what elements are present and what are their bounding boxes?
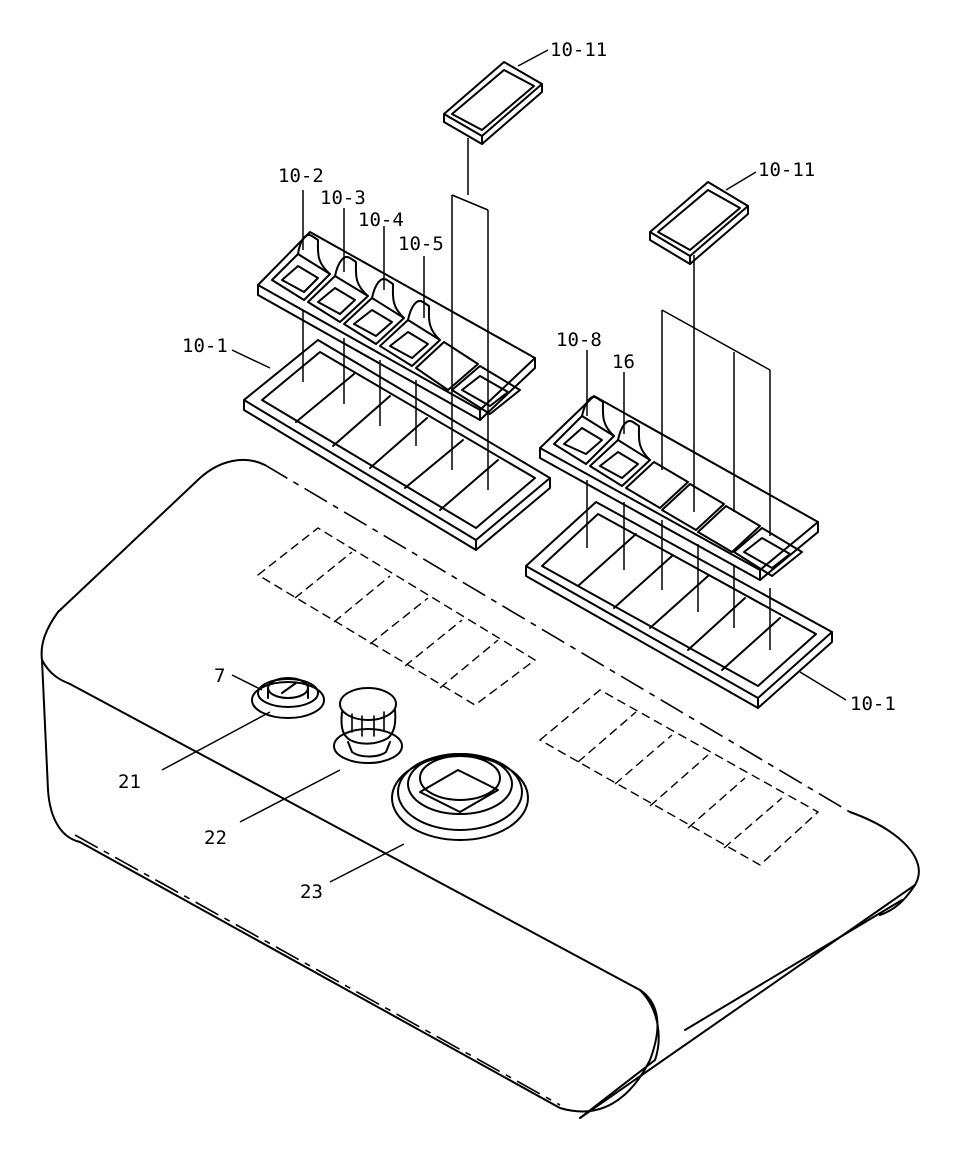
label-switch-3: 10-3 bbox=[320, 187, 366, 209]
label-top-cap-2: 10-11 bbox=[758, 159, 815, 181]
cutout-left bbox=[256, 527, 537, 706]
console-body bbox=[40, 458, 920, 1119]
label-switch-8: 10-8 bbox=[556, 329, 602, 351]
label-bezel-21: 21 bbox=[118, 771, 141, 793]
explode-lines-left bbox=[231, 138, 489, 490]
label-top-cap-1: 10-11 bbox=[550, 39, 607, 61]
label-switch-4: 10-4 bbox=[358, 209, 404, 231]
label-part-16: 16 bbox=[612, 351, 635, 373]
switch-panel-left bbox=[257, 231, 536, 421]
leader-lines-bottom bbox=[161, 674, 405, 883]
label-key-7: 7 bbox=[214, 665, 225, 687]
label-frame-left: 10-1 bbox=[182, 335, 228, 357]
label-switch-5: 10-5 bbox=[398, 233, 444, 255]
label-knob-22: 22 bbox=[204, 827, 227, 849]
switch-panel-right bbox=[539, 395, 819, 581]
explode-lines-right bbox=[586, 255, 771, 650]
frame-left bbox=[243, 339, 551, 551]
cap-right bbox=[649, 171, 757, 265]
cap-left bbox=[443, 49, 549, 145]
key-switch bbox=[251, 677, 325, 719]
label-joystick-23: 23 bbox=[300, 881, 323, 903]
frame-right bbox=[525, 501, 847, 709]
callout-labels: 10-11 10-11 10-2 10-3 10-4 10-5 10-1 10-… bbox=[118, 39, 896, 903]
joystick-bezel bbox=[391, 753, 529, 841]
cutout-right bbox=[538, 689, 820, 866]
label-switch-2: 10-2 bbox=[278, 165, 324, 187]
knob bbox=[333, 687, 403, 764]
label-frame-right: 10-1 bbox=[850, 693, 896, 715]
